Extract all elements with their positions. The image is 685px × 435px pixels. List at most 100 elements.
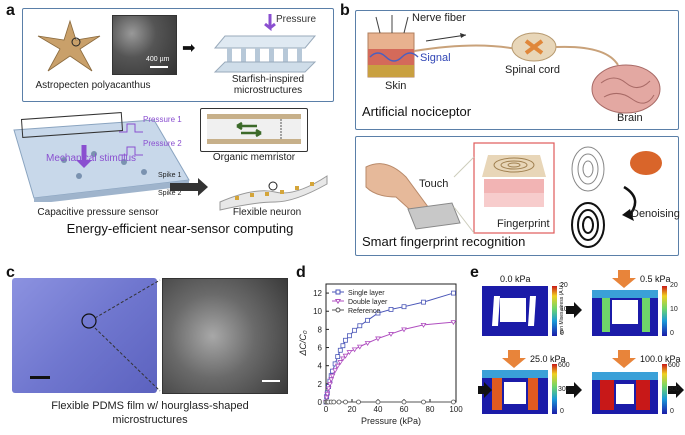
panel-c-caption-1: Flexible PDMS film w/ hourglass-shaped xyxy=(51,400,249,412)
brain-label: Brain xyxy=(617,112,643,124)
x-tick-label: 60 xyxy=(400,405,409,414)
data-point-single xyxy=(388,307,394,312)
kpa-25-label: 25.0 kPa xyxy=(530,354,566,364)
data-point-double xyxy=(364,341,371,346)
cb2-top: 20 xyxy=(670,282,678,289)
data-point-single xyxy=(357,323,363,329)
data-point-single xyxy=(347,333,352,339)
microstructure-caption-2: microstructures xyxy=(233,85,303,96)
y-tick-label: 0 xyxy=(318,398,323,407)
data-point-single xyxy=(335,354,341,360)
x-axis-label: Pressure (kPa) xyxy=(361,416,421,426)
sem-scale-label: 400 µm xyxy=(146,56,170,63)
data-point-double xyxy=(339,356,346,362)
cb4-bot: 0 xyxy=(670,408,674,415)
kpa-05-label: 0.5 kPa xyxy=(640,274,671,284)
capacitive-sensor-illustration xyxy=(13,112,190,202)
data-point-single xyxy=(337,347,343,353)
y-axis-label: ΔC/C₀ xyxy=(298,330,308,357)
data-point-double xyxy=(375,336,381,342)
data-point-double xyxy=(420,322,427,328)
fingerprint-illustration xyxy=(365,142,662,248)
nociceptor-illustration xyxy=(367,15,661,114)
data-point-double xyxy=(324,391,331,397)
data-point-double xyxy=(329,373,336,379)
data-point-reference xyxy=(331,399,337,405)
fea-stress-maps xyxy=(478,270,684,414)
magnify-circle xyxy=(81,313,97,329)
signal-label: Signal xyxy=(420,52,451,64)
cb1-bot: 0 xyxy=(560,330,564,337)
sem-scalebar xyxy=(150,66,168,68)
data-point-reference xyxy=(401,399,407,405)
data-point-double xyxy=(351,347,358,353)
data-point-double xyxy=(401,327,407,333)
kpa-100-label: 100.0 kPa xyxy=(640,354,681,364)
fingerprint-label: Fingerprint xyxy=(497,218,550,230)
x-tick-label: 100 xyxy=(449,405,463,414)
data-point-double xyxy=(328,377,335,383)
x-tick-label: 80 xyxy=(426,405,435,414)
data-point-reference xyxy=(356,399,361,405)
data-point-single xyxy=(365,317,370,323)
kpa-0-label: 0.0 kPa xyxy=(500,274,531,284)
y-tick-label: 4 xyxy=(318,362,323,371)
data-point-double xyxy=(356,344,363,350)
pressure-2-label: Pressure 2 xyxy=(143,139,182,148)
x-tick-label: 40 xyxy=(374,405,383,414)
data-point-single xyxy=(343,337,348,343)
cb3-mid: 300 xyxy=(558,386,570,393)
y-tick-label: 10 xyxy=(313,307,322,316)
cb3-bot: 0 xyxy=(560,408,564,415)
skin-label: Skin xyxy=(385,80,407,92)
legend-marker-1 xyxy=(334,299,342,305)
legend-label-2: Reference xyxy=(348,308,380,315)
plot-frame xyxy=(325,283,457,403)
cb3-top: 600 xyxy=(558,362,570,369)
data-point-single xyxy=(375,310,381,316)
nociceptor-frame xyxy=(355,10,679,130)
data-point-reference xyxy=(375,399,381,405)
cb1-mid: 10 xyxy=(560,306,568,313)
data-point-double xyxy=(334,363,341,369)
hourglass-sem-image xyxy=(162,278,288,394)
x-tick-label: 0 xyxy=(324,405,329,414)
data-point-double xyxy=(332,368,339,374)
right-arrow-icon: ➡ xyxy=(182,40,196,57)
memristor-caption: Organic memristor xyxy=(212,152,296,163)
y-tick-label: 12 xyxy=(313,289,322,298)
microstructure-illustration xyxy=(213,14,317,73)
data-point-double xyxy=(342,353,349,359)
panel-e-label: e xyxy=(470,264,479,281)
y-tick-label: 8 xyxy=(318,325,323,334)
spike-1-label: Spike 1 xyxy=(158,172,182,179)
panel-a-label: a xyxy=(6,2,15,19)
data-point-reference xyxy=(450,399,456,405)
data-point-double xyxy=(388,332,394,337)
y-tick-label: 2 xyxy=(318,380,323,389)
x-tick-label: 20 xyxy=(348,405,357,414)
data-point-double xyxy=(326,381,333,387)
data-point-single xyxy=(340,343,346,349)
fingerprint-frame xyxy=(355,136,679,256)
spike-arrow-icon xyxy=(170,178,208,196)
pdms-film-photo xyxy=(12,278,157,393)
data-point-double xyxy=(323,395,330,401)
y-tick-label: 6 xyxy=(318,344,323,353)
data-point-reference xyxy=(336,399,342,405)
data-point-double xyxy=(325,386,332,392)
legend-marker-2 xyxy=(335,307,341,313)
starfish-image xyxy=(37,19,101,72)
cb2-mid: 10 xyxy=(670,306,678,313)
data-point-single xyxy=(450,290,456,296)
legend-label-0: Single layer xyxy=(348,290,385,297)
memristor-box xyxy=(200,108,308,152)
legend-label-1: Double layer xyxy=(348,299,388,306)
panel-c-caption-2: microstructures xyxy=(112,414,188,426)
data-point-single xyxy=(352,327,357,333)
data-point-single xyxy=(401,304,407,310)
sem-c-scalebar xyxy=(262,380,280,382)
data-point-double xyxy=(450,320,457,326)
cb1-top: 20 xyxy=(560,282,568,289)
legend-marker-0 xyxy=(335,289,341,295)
